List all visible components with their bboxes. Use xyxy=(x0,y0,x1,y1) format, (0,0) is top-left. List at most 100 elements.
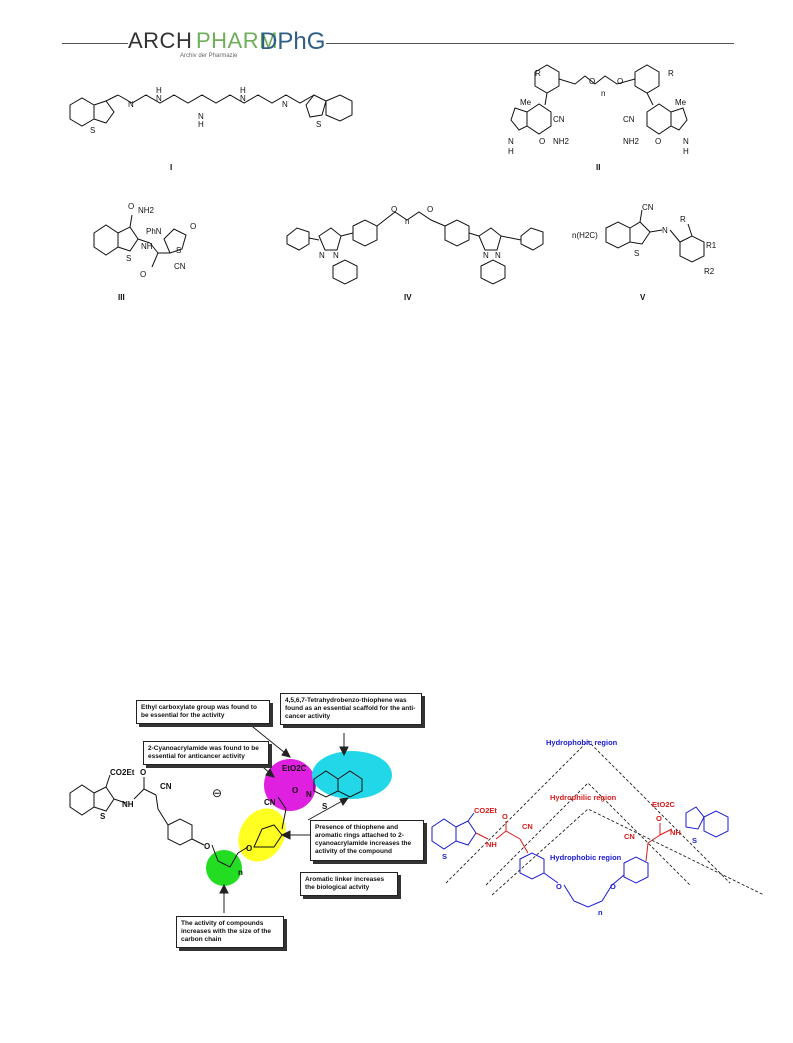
atom-o-link: O xyxy=(140,270,146,279)
region-hydrophobic-bottom: Hydrophobic region xyxy=(550,853,622,862)
ph-atom-o-chain-left: O xyxy=(556,882,562,891)
atom-n-left: N xyxy=(508,137,514,146)
callout-presence: Presence of thiophene and aromatic rings… xyxy=(310,820,424,861)
atom-n-iv-1: N xyxy=(319,251,325,260)
structure-compound-i: S N H N N H N H N S xyxy=(69,86,353,135)
header-rule-left xyxy=(62,43,128,44)
callout-linker-text: Aromatic linker increases the biological… xyxy=(305,876,385,892)
atom-h-right: H xyxy=(683,147,689,156)
sar-atom-cn-left: CN xyxy=(160,782,172,791)
atom-phn: PhN xyxy=(146,227,162,236)
atom-nh: NH xyxy=(141,242,153,251)
atom-h-3: H xyxy=(240,86,246,95)
ph-atom-s-left: S xyxy=(442,852,447,861)
atom-cn: CN xyxy=(174,262,186,271)
pharmacophore-diagram: S CO2Et NH O CN O n O CN O EtO2C NH S xyxy=(431,740,765,917)
region-hydrophobic-top: Hydrophobic region xyxy=(546,738,618,747)
atom-r-v: R xyxy=(680,215,686,224)
highlight-green xyxy=(206,850,242,886)
atom-nh2-left: NH2 xyxy=(553,137,570,146)
atom-s-left: S xyxy=(90,126,95,135)
logo-arch: ARCH xyxy=(128,28,193,53)
atom-o-ring-right: O xyxy=(655,137,661,146)
logo-dphg: DPhG xyxy=(260,28,326,55)
ph-atom-s-right: S xyxy=(692,836,697,845)
sar-diagram: CO2Et S NH O CN O n O EtO2C O CN N S ⊖ xyxy=(69,722,392,913)
sar-atom-eto2c: EtO2C xyxy=(282,764,307,773)
sar-atom-s-right: S xyxy=(322,802,328,811)
atom-n-iv-4: N xyxy=(495,251,501,260)
callout-cyano: 2-Cyanoacrylamide was found to be essent… xyxy=(143,741,269,766)
sar-atom-n-chain: n xyxy=(238,868,243,877)
atom-n-sub-iv: n xyxy=(405,217,409,226)
atom-h-left: H xyxy=(508,147,514,156)
ph-atom-cn-left: CN xyxy=(522,822,533,831)
atom-s-thio: S xyxy=(126,254,131,263)
atom-n-5: N xyxy=(282,100,288,109)
callout-thiophene-text: 4,5,6,7-Tetrahydrobenzo-thiophene was fo… xyxy=(285,697,416,721)
atom-s-v: S xyxy=(634,249,639,258)
atom-h-1: H xyxy=(156,86,162,95)
atom-cn-left: CN xyxy=(553,115,565,124)
atom-o-ring-left: O xyxy=(539,137,545,146)
atom-n-2: N xyxy=(156,94,162,103)
atom-s-right: S xyxy=(316,120,321,129)
callout-cyano-text: 2-Cyanoacrylamide was found to be essent… xyxy=(148,745,259,761)
sar-atom-co2et: CO2Et xyxy=(110,768,135,777)
ph-atom-co2et: CO2Et xyxy=(474,806,497,815)
journal-logo: ARCH PHARM DPhG Archiv der Pharmazie xyxy=(128,28,328,64)
atom-s-ring: S xyxy=(176,246,181,255)
atom-n-iv-3: N xyxy=(483,251,489,260)
highlight-cyan xyxy=(312,751,392,799)
atom-r1-v: R1 xyxy=(706,241,717,250)
sar-atom-o-chain-right: O xyxy=(246,844,252,853)
sar-atom-nh-left: NH xyxy=(122,800,134,809)
atom-n-1: N xyxy=(128,100,134,109)
ph-atom-o-right: O xyxy=(656,814,662,823)
atom-o-left: O xyxy=(589,77,595,86)
atom-n-right: N xyxy=(683,137,689,146)
atom-cn-v: CN xyxy=(642,203,654,212)
logo-pharm: PHARM xyxy=(196,28,278,53)
ph-atom-n-chain: n xyxy=(598,908,603,917)
atom-nh2c: n(H2C) xyxy=(572,231,598,240)
callout-ester: Ethyl carboxylate group was found to be … xyxy=(136,700,270,725)
ph-atom-nc: CN xyxy=(624,832,635,841)
atom-h-2: H xyxy=(198,120,204,129)
atom-n-4: N xyxy=(240,94,246,103)
atom-o-right: O xyxy=(617,77,623,86)
atom-n-v: N xyxy=(662,226,668,235)
label-compound-iv: IV xyxy=(404,293,412,302)
atom-me-left: Me xyxy=(520,98,532,107)
minus-symbol: ⊖ xyxy=(212,786,222,800)
ph-atom-nh-left: NH xyxy=(486,840,497,849)
ph-atom-eto2c: EtO2C xyxy=(652,800,676,809)
highlight-magenta xyxy=(264,759,316,811)
atom-n-3: N xyxy=(198,112,204,121)
atom-n-iv-2: N xyxy=(333,251,339,260)
structure-compound-iv: O n O N N N N xyxy=(286,205,544,285)
atom-nh2-right: NH2 xyxy=(623,137,640,146)
atom-o-ketone: O xyxy=(190,222,196,231)
callout-ester-text: Ethyl carboxylate group was found to be … xyxy=(141,704,257,720)
sar-atom-nc: CN xyxy=(264,798,276,807)
sar-atom-s-left: S xyxy=(100,812,106,821)
atom-r-left: R xyxy=(535,69,541,78)
label-compound-ii: II xyxy=(596,163,601,172)
sar-atom-o-chain-left: O xyxy=(204,842,210,851)
sar-atom-n-right: N xyxy=(306,790,312,799)
structure-compound-iii: O NH2 PhN S O S NH O CN xyxy=(93,202,196,279)
atom-me-right: Me xyxy=(675,98,687,107)
callout-presence-text: Presence of thiophene and aromatic rings… xyxy=(315,824,412,856)
callout-chain: The activity of compounds increases with… xyxy=(176,916,284,949)
region-hydrophilic: Hydrophilic region xyxy=(550,793,617,802)
callout-thiophene: 4,5,6,7-Tetrahydrobenzo-thiophene was fo… xyxy=(280,693,422,726)
atom-r2-v: R2 xyxy=(704,267,715,276)
callout-chain-text: The activity of compounds increases with… xyxy=(181,920,271,944)
label-compound-iii: III xyxy=(118,293,125,302)
header-rule-right xyxy=(326,43,734,44)
callout-linker: Aromatic linker increases the biological… xyxy=(300,872,398,897)
atom-r-right: R xyxy=(668,69,674,78)
sar-atom-o-left: O xyxy=(140,768,146,777)
label-compound-i: I xyxy=(170,163,173,172)
